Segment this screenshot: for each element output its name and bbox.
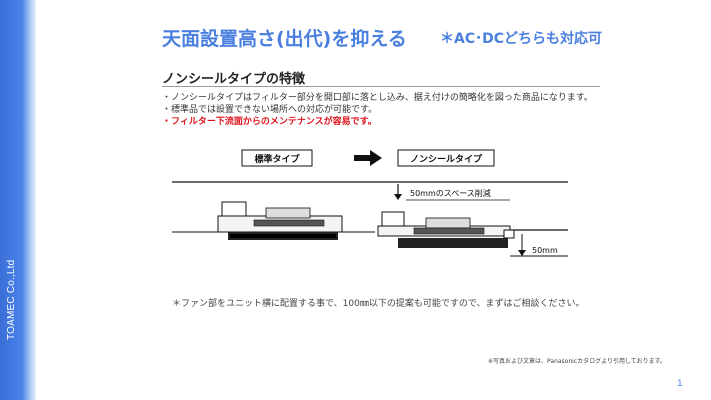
heading-divider: [162, 86, 600, 87]
standard-unit-illustration: [217, 201, 343, 240]
nonseal-type-label-box: [397, 149, 495, 167]
footnote: ＊ファン部をユニット横に配置する事で、100㎜以下の提案も可能ですので、まずはご…: [172, 299, 585, 309]
arrow-right-icon: [354, 150, 382, 166]
comparison-diagram: 標準タイプ ノンシールタイプ 50mmのスペース削減 50mm: [172, 149, 568, 257]
page-number: 1: [677, 379, 683, 389]
list-item: ・標準品では設置できない場所への対応が可能です。: [162, 105, 378, 115]
list-item: ・フィルター下流面からのメンテナンスが容易です。: [162, 117, 377, 127]
standard-type-label: 標準タイプ: [254, 153, 300, 165]
feature-list: ・ノンシールタイプはフィルター部分を開口部に落とし込み、据え付けの簡略化を図った…: [162, 92, 593, 128]
sidebar-band: TOAMEC Co.,Ltd: [0, 0, 36, 400]
dimension-label: 50mm: [532, 246, 558, 255]
company-name: TOAMEC Co.,Ltd: [6, 259, 17, 340]
list-item: ・ノンシールタイプはフィルター部分を開口部に落とし込み、据え付けの簡略化を図った…: [162, 93, 593, 103]
nonseal-unit-illustration: [377, 211, 515, 248]
dimension-arrow-icon: [518, 234, 526, 256]
title-note: ＊AC･DCどちらも対応可: [440, 31, 603, 47]
space-reduction-label: 50mmのスペース削減: [410, 188, 491, 198]
section-heading: ノンシールタイプの特徴: [162, 72, 306, 87]
standard-type-label-box: [241, 149, 313, 167]
source-note: ※写真および文章は、Panasonicカタログより引用しております。: [488, 358, 667, 365]
page-title: 天面設置高さ(出代)を抑える: [162, 28, 407, 50]
down-arrow-icon: [394, 184, 402, 200]
nonseal-type-label: ノンシールタイプ: [410, 153, 483, 165]
